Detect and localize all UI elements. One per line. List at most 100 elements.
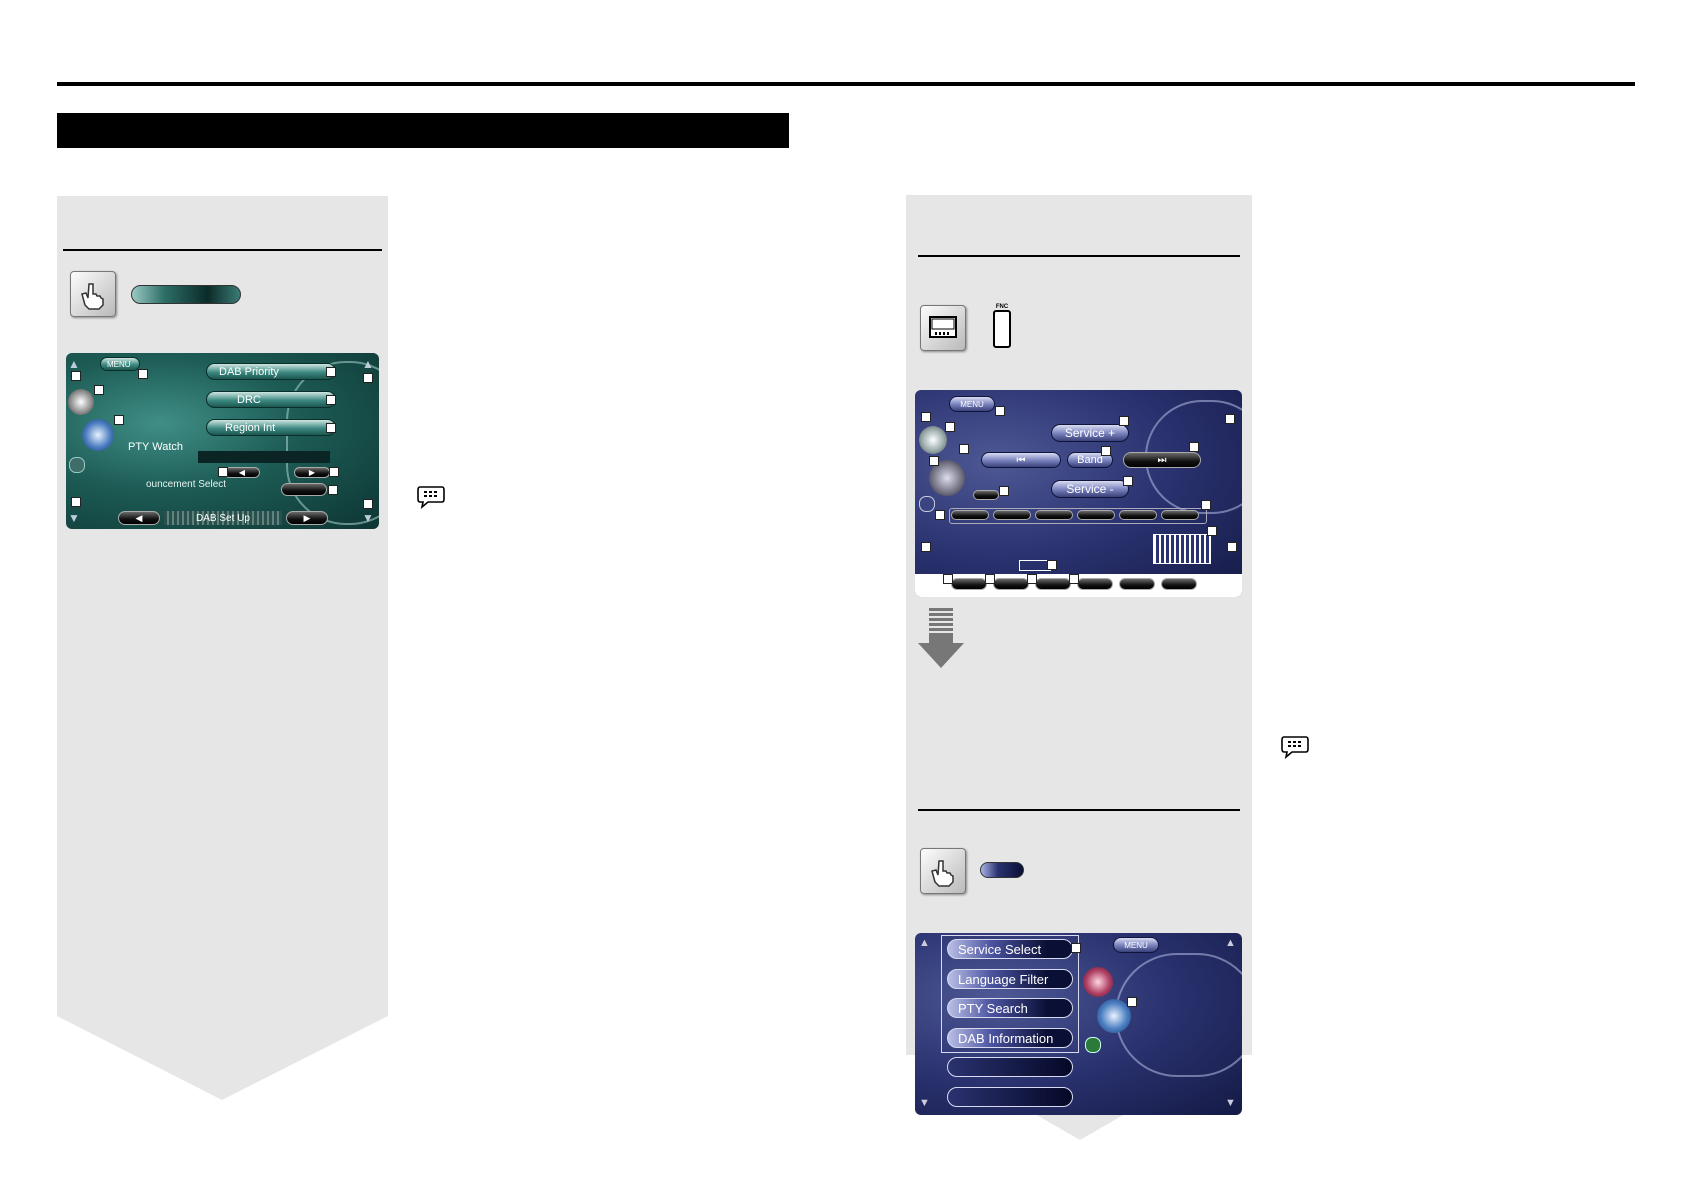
down-arrow-icon (918, 608, 964, 668)
back-icon[interactable] (82, 419, 114, 451)
bottom-button[interactable] (1119, 578, 1155, 590)
right-panel-arrow (1028, 1110, 1132, 1140)
callout-marker (329, 467, 339, 477)
drc-button[interactable]: DRC (206, 391, 336, 408)
preset-row (949, 508, 1207, 524)
dab-menu-screen: Service Select Language Filter PTY Searc… (915, 933, 1242, 1115)
band-label: Band (1077, 454, 1103, 466)
footer-title: DAB Set Up (196, 512, 250, 524)
menu-item-service-select[interactable]: Service Select (947, 939, 1073, 959)
menu-item-label: Language Filter (958, 971, 1049, 987)
callout-marker (363, 499, 373, 509)
back-icon[interactable] (1097, 999, 1131, 1033)
bottom-button[interactable] (1035, 578, 1071, 590)
up-scroll-right-icon[interactable]: ▲ (362, 357, 374, 371)
seek-forward-button[interactable]: ⏭ (1123, 452, 1201, 468)
callout-marker (995, 406, 1005, 416)
signal-level-meter (1153, 534, 1211, 564)
right-panel-divider-2 (918, 809, 1240, 811)
menu-close-button[interactable]: MENU (1113, 937, 1159, 953)
preset-button[interactable] (1077, 510, 1115, 520)
menu-item-pty-search[interactable]: PTY Search (947, 998, 1073, 1018)
menu-button[interactable]: MENU (949, 396, 995, 412)
preset-button[interactable] (993, 510, 1031, 520)
dab-priority-label: DAB Priority (219, 365, 279, 378)
menu-item-blank-2[interactable] (947, 1087, 1073, 1107)
note-speech-icon (416, 484, 446, 510)
callout-marker (935, 510, 945, 520)
seek-back-button[interactable]: ⏮ (981, 452, 1061, 468)
small-indicator-button[interactable] (973, 490, 999, 500)
scroll-down-icon[interactable]: ▼ (919, 1097, 930, 1109)
media-icon[interactable] (1083, 967, 1113, 997)
screen-swirl (1115, 953, 1242, 1077)
bottom-button[interactable] (1077, 578, 1113, 590)
callout-marker (1119, 416, 1129, 426)
preset-button[interactable] (1035, 510, 1073, 520)
menu-item-language-filter[interactable]: Language Filter (947, 969, 1073, 989)
menu-item-label: PTY Search (958, 1000, 1028, 1016)
callout-marker (1189, 442, 1199, 452)
media-icon[interactable] (919, 426, 947, 454)
scroll-up-right-icon[interactable]: ▲ (1225, 937, 1236, 949)
scroll-up-icon[interactable]: ▲ (919, 937, 930, 949)
pty-next-button[interactable]: ▶ (294, 467, 330, 478)
wrench-icon[interactable] (1085, 1037, 1101, 1053)
callout-marker (959, 444, 969, 454)
callout-marker (1069, 574, 1079, 584)
menu-item-label: Service Select (958, 941, 1042, 957)
fnc-switch-icon: FNC (992, 304, 1012, 350)
dab-setup-screen: MENU ▲ ▲ ▼ ▼ DAB Priority DRC Region Int… (66, 353, 379, 529)
wrench-icon[interactable] (919, 496, 935, 512)
menu-list-frame (941, 935, 1079, 1053)
menu-item-label: DAB Information (958, 1030, 1054, 1046)
callout-marker (943, 574, 953, 584)
menu-item-dab-information[interactable]: DAB Information (947, 1028, 1073, 1048)
callout-marker (326, 395, 336, 405)
up-scroll-icon[interactable]: ▲ (68, 357, 80, 371)
menu-button[interactable]: MENU (100, 357, 140, 371)
setup-button-graphic (131, 285, 241, 304)
callout-marker (1225, 414, 1235, 424)
callout-marker (138, 369, 148, 379)
menu-button-graphic (980, 862, 1024, 878)
down-scroll-icon[interactable]: ▼ (68, 511, 80, 525)
footer-next-button[interactable]: ▶ (286, 511, 328, 525)
callout-marker (71, 497, 81, 507)
down-scroll-right-icon[interactable]: ▼ (362, 511, 374, 525)
monitor-icon (920, 305, 966, 351)
menu-label: MENU (960, 399, 984, 409)
dab-priority-button[interactable]: DAB Priority (206, 363, 336, 380)
pty-prev-button[interactable]: ◀ (224, 467, 260, 478)
drc-label: DRC (237, 393, 261, 406)
callout-marker (945, 422, 955, 432)
media-icon[interactable] (68, 389, 94, 415)
bottom-button[interactable] (993, 578, 1029, 590)
callout-marker (1201, 500, 1211, 510)
bottom-button[interactable] (951, 578, 987, 590)
preset-button[interactable] (951, 510, 989, 520)
section-title-bar (57, 113, 789, 148)
callout-marker (94, 385, 104, 395)
region-int-button[interactable]: Region Int (206, 419, 336, 436)
callout-marker (921, 412, 931, 422)
left-panel-divider (63, 249, 382, 251)
pty-watch-label: PTY Watch (128, 441, 184, 453)
preset-button[interactable] (1161, 510, 1199, 520)
scroll-down-right-icon[interactable]: ▼ (1225, 1097, 1236, 1109)
callout-marker (999, 486, 1009, 496)
service-minus-button[interactable]: Service - (1051, 480, 1129, 498)
band-button[interactable]: Band (1067, 452, 1113, 468)
announcement-button[interactable] (281, 483, 327, 496)
menu-item-blank-1[interactable] (947, 1057, 1073, 1077)
wrench-icon[interactable] (69, 457, 85, 473)
service-plus-button[interactable]: Service + (1051, 424, 1129, 442)
announcement-select-label: ouncement Select (146, 479, 227, 490)
volume-knob-icon[interactable] (929, 460, 965, 496)
bottom-button[interactable] (1161, 578, 1197, 590)
dab-control-screen: MENU Service + ⏮ Band ⏭ Service - (915, 390, 1242, 597)
preset-button[interactable] (1119, 510, 1157, 520)
left-step-panel (57, 196, 388, 1016)
footer-prev-button[interactable]: ◀ (118, 511, 160, 525)
callout-marker (929, 456, 939, 466)
